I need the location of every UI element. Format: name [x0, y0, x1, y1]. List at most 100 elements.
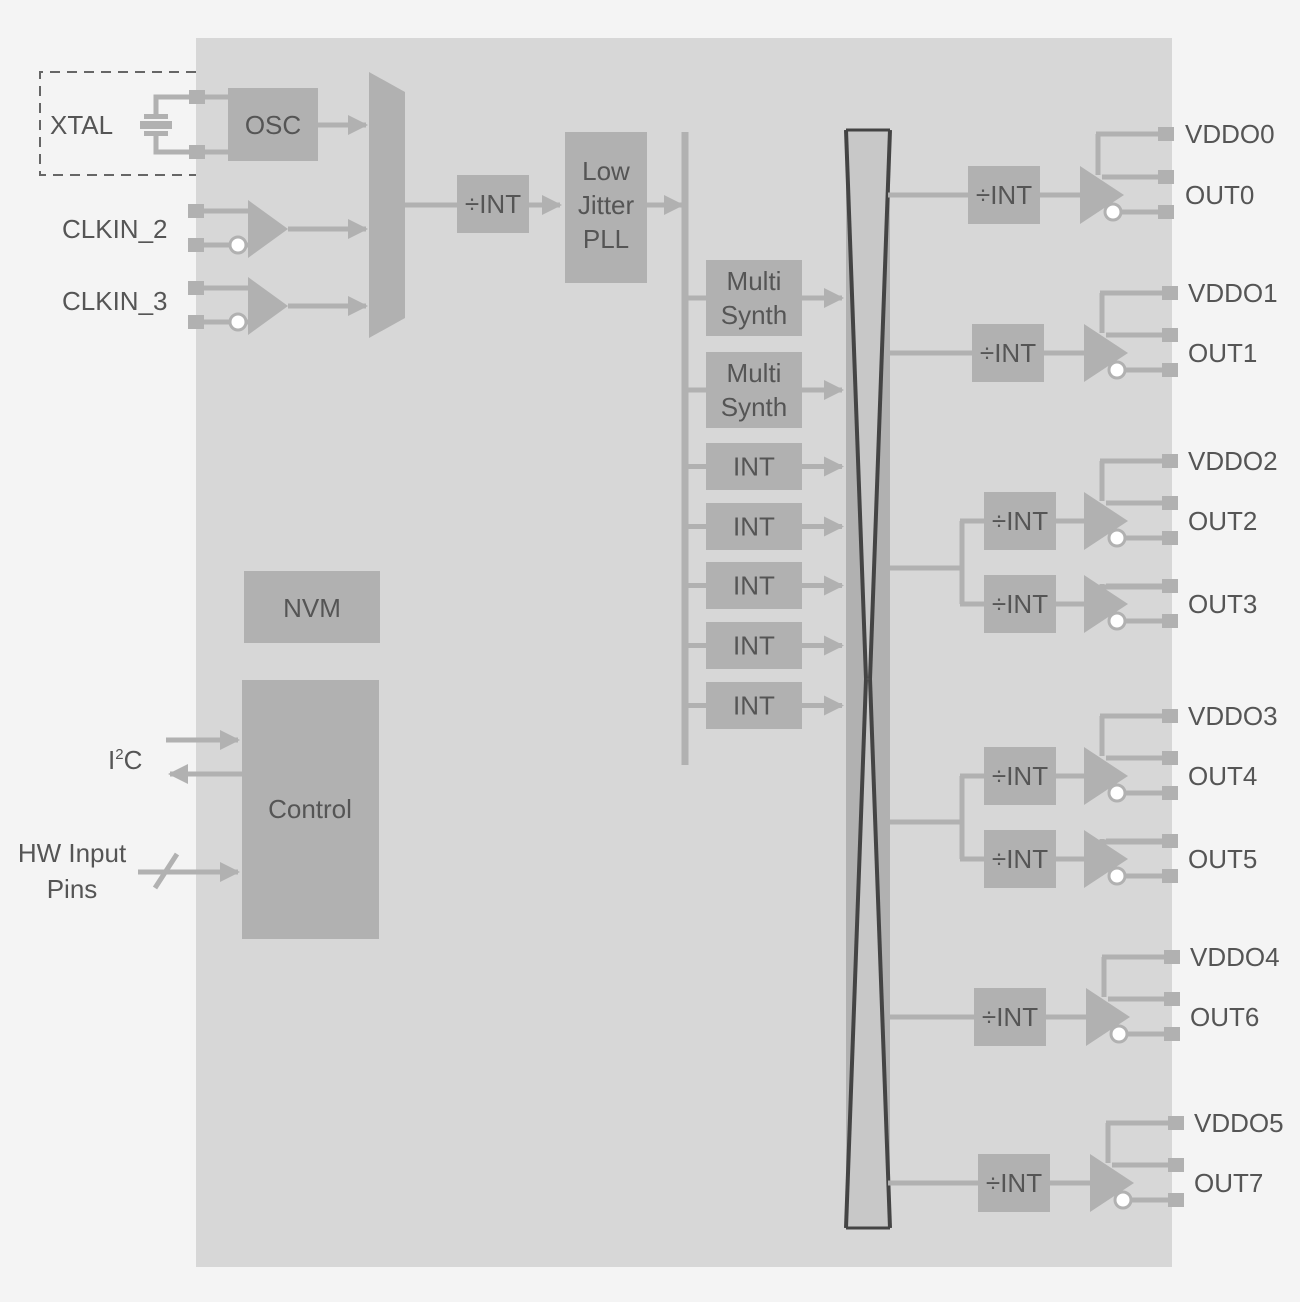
out-pin-n — [1162, 869, 1178, 883]
output-inverter-bubble — [1107, 360, 1127, 380]
synth-label: INT — [733, 631, 775, 661]
out-pin-p — [1162, 834, 1178, 848]
out-label: OUT4 — [1188, 761, 1257, 791]
crystal-icon — [140, 94, 196, 155]
supply-pin — [1162, 286, 1178, 300]
out-pin-n — [1168, 1193, 1184, 1207]
osc-block — [228, 88, 318, 161]
supply-label: VDDO2 — [1188, 446, 1278, 476]
out-pin-p — [1162, 751, 1178, 765]
output-divider-block — [984, 830, 1056, 888]
supply-pin — [1162, 709, 1178, 723]
out-pin-n — [1162, 786, 1178, 800]
output-driver — [1090, 1154, 1134, 1212]
output-divider-label: ÷INT — [992, 844, 1048, 874]
output-divider-label: ÷INT — [976, 180, 1032, 210]
output-driver — [1086, 988, 1130, 1046]
output-divider-label: ÷INT — [992, 589, 1048, 619]
clkin-2-inverter-bubble — [228, 235, 248, 255]
supply-pin — [1164, 950, 1180, 964]
synth-label-line1: Multi — [727, 358, 782, 388]
pll-block — [565, 132, 647, 283]
output-driver — [1080, 166, 1124, 224]
output-driver — [1084, 830, 1128, 888]
output-stages: ÷INT OUT0 VDDO0 ÷INT OUT1 VDDO1 ÷INT OUT2 VDDO2 ÷… — [888, 119, 1284, 1212]
clkin-2-pin-p — [188, 204, 204, 218]
pll-label-line1: Low — [582, 156, 630, 186]
out-pin-p — [1168, 1158, 1184, 1172]
clkin-3-inverter-bubble — [228, 312, 248, 332]
hw-input-label-line2: Pins — [47, 874, 98, 904]
out-label: OUT1 — [1188, 338, 1257, 368]
supply-label: VDDO1 — [1188, 278, 1278, 308]
supply-label: VDDO0 — [1185, 119, 1275, 149]
out-pin-p — [1162, 328, 1178, 342]
control-block — [242, 680, 379, 939]
output-inverter-bubble — [1107, 866, 1127, 886]
output-inverter-bubble — [1113, 1190, 1133, 1210]
output-driver — [1084, 324, 1128, 382]
synth-label: INT — [733, 571, 775, 601]
output-inverter-bubble — [1107, 528, 1127, 548]
input-mux — [369, 72, 405, 338]
out-pin-p — [1162, 496, 1178, 510]
synth-label: INT — [733, 512, 775, 542]
xtal-boundary — [39, 71, 196, 176]
supply-pin — [1168, 1116, 1184, 1130]
out-label: OUT6 — [1190, 1002, 1259, 1032]
output-divider-label: ÷INT — [980, 338, 1036, 368]
clkin-2-pin-n — [188, 238, 204, 252]
out-label: OUT0 — [1185, 180, 1254, 210]
pll-label-line2: Jitter — [578, 190, 635, 220]
out-label: OUT3 — [1188, 589, 1257, 619]
clkin-3-pin-p — [188, 281, 204, 295]
nvm-block — [244, 571, 380, 643]
int-synth-block — [706, 622, 802, 669]
out-label: OUT2 — [1188, 506, 1257, 536]
xtal-label: XTAL — [50, 110, 113, 140]
output-divider-label: ÷INT — [986, 1168, 1042, 1198]
output-divider-block — [968, 166, 1040, 224]
xtal-pin-1 — [189, 90, 205, 104]
out-pin-p — [1164, 992, 1180, 1006]
int-synth-block — [706, 562, 802, 609]
nvm-label: NVM — [283, 593, 341, 623]
supply-pin — [1162, 454, 1178, 468]
clkin-3-buffer — [248, 277, 288, 335]
clkin-2-label: CLKIN_2 — [62, 214, 168, 244]
out-pin-n — [1164, 1027, 1180, 1041]
crosspoint-switch — [844, 128, 892, 1230]
hw-input-label-line1: HW Input — [18, 838, 127, 868]
clkin-3-pin-n — [188, 315, 204, 329]
synth-label: INT — [733, 452, 775, 482]
out-label: OUT5 — [1188, 844, 1257, 874]
output-inverter-bubble — [1107, 611, 1127, 631]
out-pin-n — [1162, 363, 1178, 377]
supply-pin — [1158, 127, 1174, 141]
out-pin-n — [1162, 531, 1178, 545]
output-divider-block — [984, 747, 1056, 805]
pll-label-line3: PLL — [583, 224, 629, 254]
input-divider-block — [457, 175, 529, 233]
i2c-label: I2C — [108, 745, 142, 775]
output-inverter-bubble — [1107, 783, 1127, 803]
synth-label-line1: Multi — [727, 266, 782, 296]
clkin-3-label: CLKIN_3 — [62, 286, 168, 316]
multisynth-block — [706, 260, 802, 336]
int-synth-block — [706, 443, 802, 490]
int-synth-block — [706, 682, 802, 729]
output-divider-label: ÷INT — [982, 1002, 1038, 1032]
xtal-pin-2 — [189, 145, 205, 159]
output-driver — [1084, 747, 1128, 805]
multisynth-block — [706, 352, 802, 428]
out-pin-n — [1162, 614, 1178, 628]
output-divider-block — [984, 575, 1056, 633]
synth-label-line2: Synth — [721, 392, 788, 422]
output-divider-block — [978, 1154, 1050, 1212]
int-synth-block — [706, 503, 802, 550]
supply-label: VDDO5 — [1194, 1108, 1284, 1138]
osc-label: OSC — [245, 110, 301, 140]
output-driver — [1084, 575, 1128, 633]
